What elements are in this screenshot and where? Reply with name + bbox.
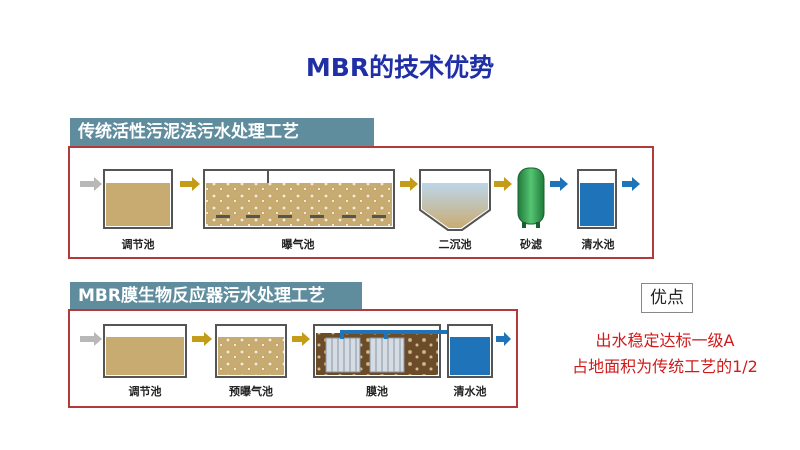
mbr-outlet-arrow bbox=[496, 332, 511, 346]
trad-sand-filter bbox=[517, 167, 545, 228]
permeate-pipe bbox=[340, 330, 450, 339]
mbr-label-regulating-tank: 调节池 bbox=[128, 385, 162, 398]
trad-label-clear-water-tank: 清水池 bbox=[581, 238, 615, 251]
mbr-pre-aeration-tank bbox=[215, 324, 287, 378]
advantage-item: 占地面积为传统工艺的1/2 bbox=[572, 357, 758, 376]
trad-arrow-1 bbox=[180, 177, 200, 191]
page-title: MBR的技术优势 bbox=[305, 53, 495, 82]
mbr-section-header: MBR膜生物反应器污水处理工艺 bbox=[70, 282, 362, 310]
mbr-label-clear-water-tank: 清水池 bbox=[453, 385, 487, 398]
advantages-title: 优点 bbox=[641, 283, 693, 313]
trad-arrow-4 bbox=[550, 177, 568, 191]
trad-label-regulating-tank: 调节池 bbox=[121, 238, 155, 251]
mbr-clear-water-tank bbox=[447, 324, 493, 378]
mbr-label-pre-aeration-tank: 预曝气池 bbox=[229, 385, 273, 398]
membrane-module-right bbox=[369, 337, 405, 373]
mbr-arrow-2 bbox=[292, 332, 310, 346]
trad-label-secondary-clarifier: 二沉池 bbox=[438, 238, 472, 251]
advantage-item: 出水稳定达标一级A bbox=[595, 331, 735, 350]
trad-inlet-arrow bbox=[80, 177, 102, 191]
trad-label-sand-filter: 砂滤 bbox=[520, 238, 542, 251]
traditional-section-header: 传统活性污泥法污水处理工艺 bbox=[70, 118, 374, 146]
mbr-arrow-1 bbox=[192, 332, 212, 346]
membrane-module-left bbox=[325, 337, 361, 373]
mbr-inlet-arrow bbox=[80, 332, 102, 346]
mbr-regulating-tank bbox=[103, 324, 187, 378]
trad-regulating-tank bbox=[103, 169, 173, 229]
trad-aeration-tank bbox=[203, 169, 395, 229]
mbr-label-membrane-tank: 膜池 bbox=[366, 385, 388, 398]
trad-arrow-2 bbox=[400, 177, 418, 191]
trad-secondary-clarifier bbox=[419, 169, 491, 231]
trad-clear-water-tank bbox=[577, 169, 617, 229]
trad-label-aeration-tank: 曝气池 bbox=[281, 238, 315, 251]
mbr-membrane-tank bbox=[313, 324, 450, 378]
trad-outlet-arrow bbox=[622, 177, 640, 191]
trad-arrow-3 bbox=[494, 177, 512, 191]
